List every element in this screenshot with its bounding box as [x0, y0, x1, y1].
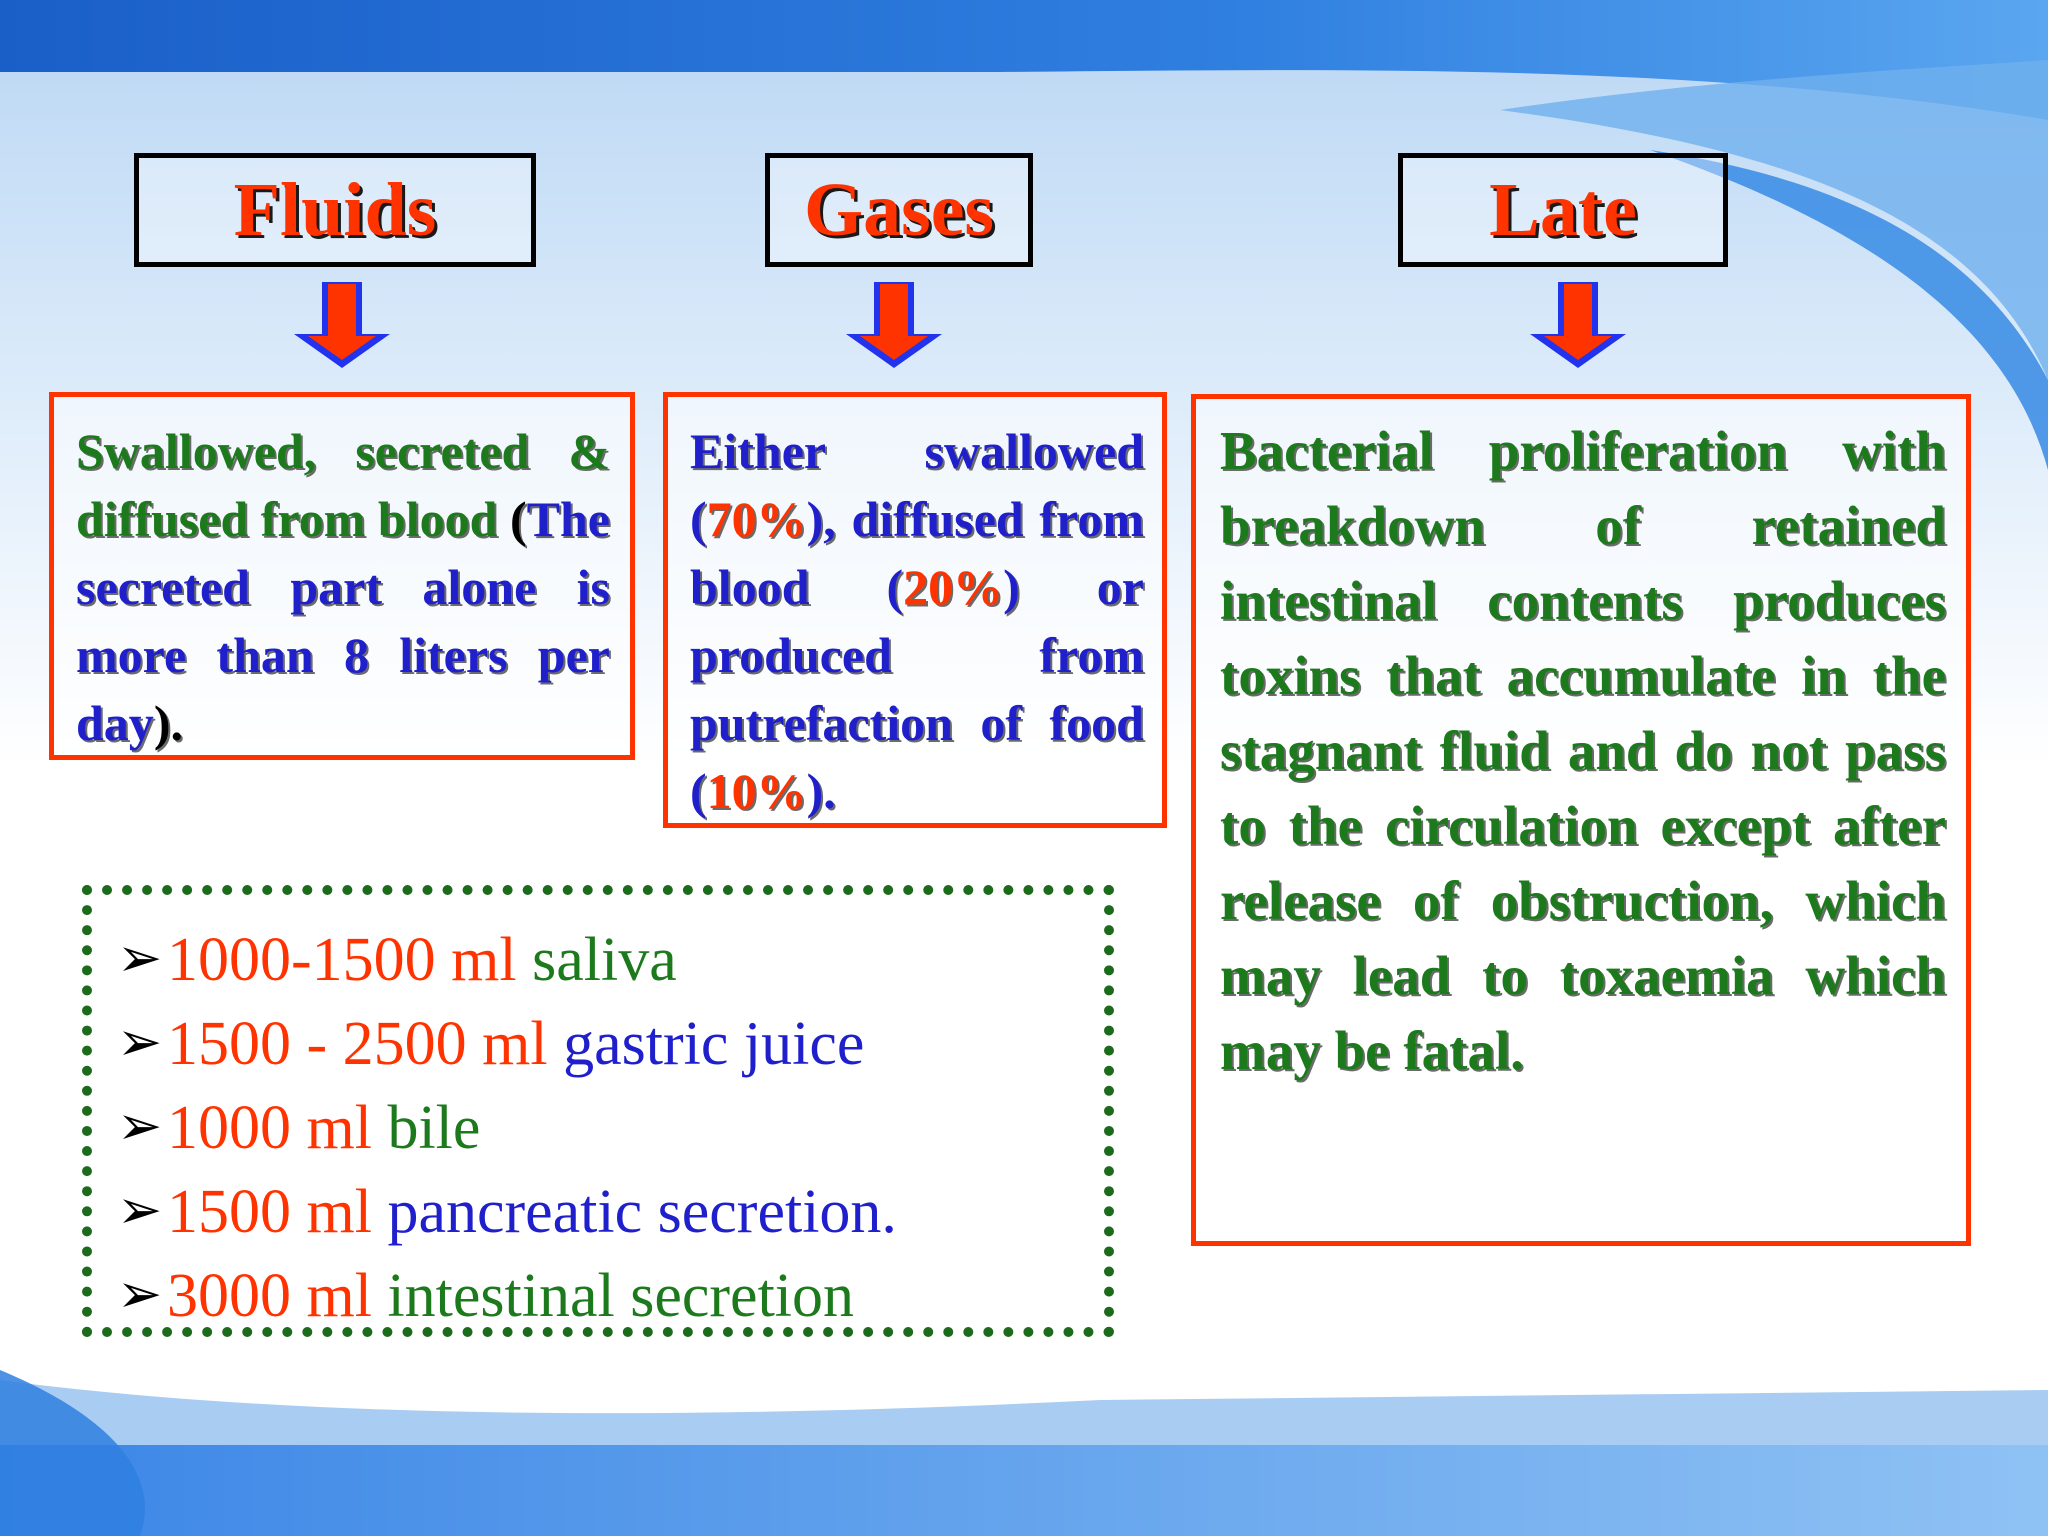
fluids-text-part-1: Swallowed, secreted & diffused from bloo…	[76, 423, 610, 547]
arrow-bullet-icon: ➢	[117, 1264, 163, 1324]
fluids-description: Swallowed, secreted & diffused from bloo…	[76, 417, 610, 757]
late-header: Late	[1489, 168, 1637, 252]
gases-description-box: Either swallowed (70%), diffused from bl…	[663, 392, 1167, 828]
secretion-name: saliva	[532, 926, 677, 994]
gases-description: Either swallowed (70%), diffused from bl…	[690, 417, 1144, 825]
gases-percent-putrefaction: 10%	[706, 763, 807, 819]
secretion-name: bile	[387, 1094, 481, 1162]
secretion-volume: 1000 ml	[167, 1094, 372, 1162]
fluids-text-part-3: The secreted part alone is more than 8 l…	[76, 491, 610, 751]
gases-percent-swallowed: 70%	[706, 491, 807, 547]
gases-text-part-7: ).	[806, 763, 836, 819]
list-item: ➢1000-1500 ml saliva	[117, 917, 1104, 1001]
secretion-name: gastric juice	[563, 1010, 865, 1078]
secretion-list: ➢1000-1500 ml saliva➢1500 - 2500 ml gast…	[82, 885, 1114, 1337]
gases-down-arrow-icon	[846, 282, 942, 368]
gases-header-box: Gases	[765, 153, 1033, 267]
secretion-volume: 1500 - 2500 ml	[167, 1010, 548, 1078]
list-item: ➢1500 ml pancreatic secretion.	[117, 1169, 1104, 1253]
late-header-box: Late	[1398, 153, 1728, 267]
fluids-text-part-2: (	[509, 491, 527, 547]
fluids-text-part-4: ).	[153, 695, 183, 751]
late-description: Bacterial proliferation with breakdown o…	[1220, 420, 1946, 1081]
secretion-volume: 1000-1500 ml	[167, 926, 517, 994]
fluids-description-box: Swallowed, secreted & diffused from bloo…	[49, 392, 635, 760]
secretion-name: intestinal secretion	[387, 1262, 855, 1330]
fluids-header-box: Fluids	[134, 153, 536, 267]
gases-percent-diffused: 20%	[903, 559, 1004, 615]
gases-header: Gases	[804, 168, 994, 252]
fluids-down-arrow-icon	[294, 282, 390, 368]
gases-text-part-3: ), diffused from blood (	[690, 491, 1144, 615]
late-down-arrow-icon	[1530, 282, 1626, 368]
secretion-name: pancreatic secretion.	[387, 1178, 897, 1246]
secretion-volume: 3000 ml	[167, 1262, 372, 1330]
gases-text-part-1: Either swallowed (	[690, 423, 1144, 547]
list-item: ➢3000 ml intestinal secretion	[117, 1253, 1104, 1337]
fluids-header: Fluids	[233, 168, 437, 252]
arrow-bullet-icon: ➢	[117, 1180, 163, 1240]
arrow-bullet-icon: ➢	[117, 928, 163, 988]
list-item: ➢1500 - 2500 ml gastric juice	[117, 1001, 1104, 1085]
gases-text-part-5: ) or produced from putrefaction of food …	[690, 559, 1144, 819]
list-item: ➢1000 ml bile	[117, 1085, 1104, 1169]
arrow-bullet-icon: ➢	[117, 1096, 163, 1156]
secretion-volume: 1500 ml	[167, 1178, 372, 1246]
late-description-box: Bacterial proliferation with breakdown o…	[1191, 394, 1971, 1246]
arrow-bullet-icon: ➢	[117, 1012, 163, 1072]
